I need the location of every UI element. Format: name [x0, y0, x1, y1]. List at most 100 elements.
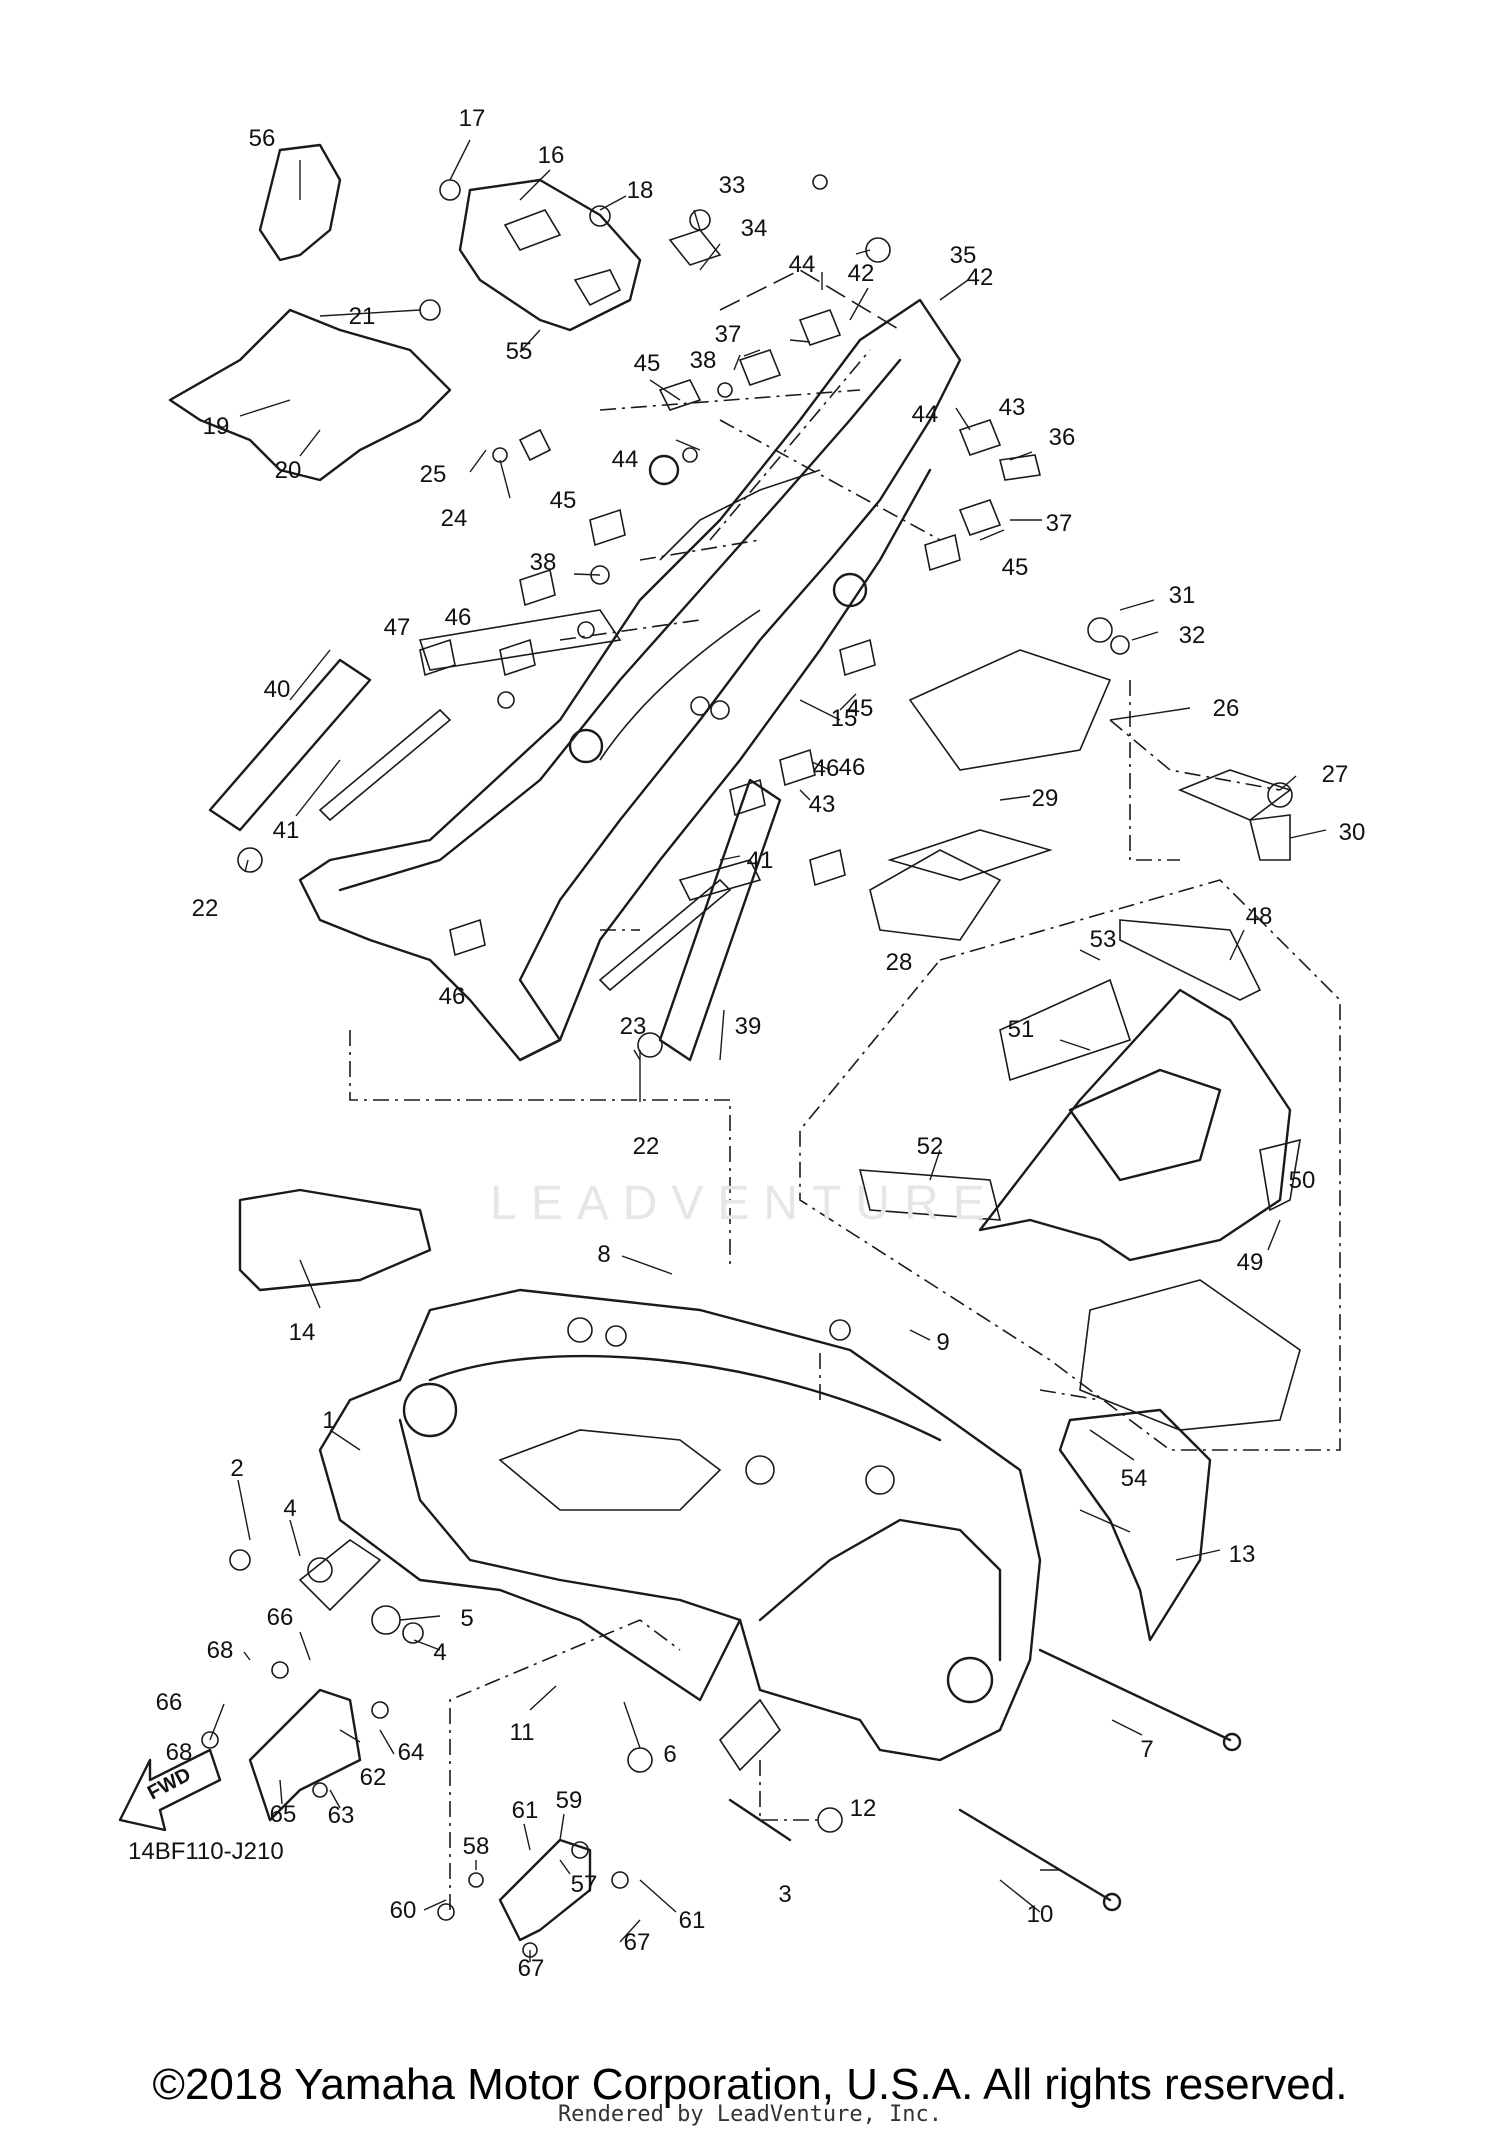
callout: 38	[690, 347, 717, 374]
callout: 63	[328, 1802, 355, 1829]
leader-lines	[209, 139, 1327, 1962]
callout: 68	[207, 1637, 234, 1664]
callout: 22	[633, 1133, 660, 1160]
callout: 10	[1027, 1901, 1054, 1928]
callout: 53	[1090, 926, 1117, 953]
callout: 67	[624, 1929, 651, 1956]
callout: 51	[1008, 1016, 1035, 1043]
callout: 43	[999, 394, 1026, 421]
hardware	[201, 174, 1293, 1958]
callout: 37	[1046, 510, 1073, 537]
callout: 14	[289, 1319, 316, 1346]
callout: 62	[360, 1764, 387, 1791]
callout: 7	[1140, 1736, 1153, 1763]
callout: 8	[597, 1241, 610, 1268]
callout: 44	[912, 401, 939, 428]
callout: 57	[571, 1871, 598, 1898]
alignment-lines	[349, 269, 1281, 1910]
callout: 5	[460, 1605, 473, 1632]
bolt-3	[728, 1798, 792, 1842]
callout: 29	[1032, 785, 1059, 812]
callout: 55	[506, 338, 533, 365]
callout: 36	[1049, 424, 1076, 451]
callout: 45	[634, 350, 661, 377]
callout: 66	[267, 1604, 294, 1631]
callout: 1	[322, 1407, 335, 1434]
callout: 61	[512, 1797, 539, 1824]
rear-fender	[858, 919, 1301, 1431]
callout: 41	[747, 847, 774, 874]
callout: 23	[620, 1013, 647, 1040]
callout: 9	[936, 1329, 949, 1356]
callout: 34	[741, 215, 768, 242]
rendered-by-credit: Rendered by LeadVenture, Inc.	[557, 2102, 943, 2127]
callout: 27	[1322, 761, 1349, 788]
callout: 44	[612, 446, 639, 473]
copyright-notice: ©2018 Yamaha Motor Corporation, U.S.A. A…	[152, 2060, 1348, 2109]
callout: 47	[384, 614, 411, 641]
callout: 39	[735, 1013, 762, 1040]
callout: 46	[439, 983, 466, 1010]
left-stay-19	[168, 143, 452, 482]
callout: 67	[518, 1955, 545, 1982]
callout: 58	[463, 1833, 490, 1860]
callout-numbers: 1 2 3 4 4 5 6 7 8 9 10 11 12 13 14 15 16…	[156, 105, 1366, 1982]
callout: 61	[679, 1907, 706, 1934]
callout: 46	[813, 755, 840, 782]
callout: 43	[809, 791, 836, 818]
callout: 20	[275, 457, 302, 484]
long-bolt-10	[958, 1808, 1112, 1902]
callout: 52	[917, 1133, 944, 1160]
callout: 21	[349, 303, 376, 330]
callout: 40	[264, 676, 291, 703]
rear-subframe	[298, 298, 962, 1062]
callout: 13	[1229, 1541, 1256, 1568]
callout: 64	[398, 1739, 425, 1766]
callout: 18	[627, 177, 654, 204]
callout: 45	[550, 487, 577, 514]
callout: 24	[441, 505, 468, 532]
callout: 28	[886, 949, 913, 976]
callout: 4	[283, 1495, 296, 1522]
callout: 12	[850, 1795, 877, 1822]
callout: 3	[778, 1881, 791, 1908]
callout: 35	[950, 242, 977, 269]
callout: 32	[1179, 622, 1206, 649]
callout: 54	[1121, 1465, 1148, 1492]
callout: 22	[192, 895, 219, 922]
callout: 42	[967, 264, 994, 291]
callout: 68	[166, 1739, 193, 1766]
callout: 48	[1246, 903, 1273, 930]
callout: 46	[445, 604, 472, 631]
side-cover-40	[208, 658, 372, 832]
callout: 37	[715, 321, 742, 348]
callout: 11	[510, 1719, 535, 1746]
engine-bracket-62	[248, 1688, 362, 1822]
callout: 59	[556, 1787, 583, 1814]
callout: 41	[273, 817, 300, 844]
fender-assembly-box	[799, 879, 1341, 1451]
cover-13	[1058, 1408, 1212, 1642]
callout: 16	[538, 142, 565, 169]
callout: 6	[663, 1741, 676, 1768]
callout: 4	[433, 1639, 446, 1666]
callout: 46	[839, 754, 866, 781]
callout: 65	[270, 1801, 297, 1828]
callout: 19	[203, 413, 230, 440]
watermark: LEADVENTURE	[490, 1177, 999, 1230]
callout: 56	[249, 125, 276, 152]
callout: 15	[831, 705, 858, 732]
callout: 44	[789, 251, 816, 278]
callout: 50	[1289, 1167, 1316, 1194]
callout: 38	[530, 549, 557, 576]
callout: 25	[420, 461, 447, 488]
callout: 42	[848, 260, 875, 287]
side-cover-14	[238, 1188, 432, 1292]
main-frame	[298, 1288, 1042, 1772]
callout: 66	[156, 1689, 183, 1716]
callout: 2	[230, 1455, 243, 1482]
callout: 17	[459, 105, 486, 132]
callout: 45	[1002, 554, 1029, 581]
callout: 49	[1237, 1249, 1264, 1276]
